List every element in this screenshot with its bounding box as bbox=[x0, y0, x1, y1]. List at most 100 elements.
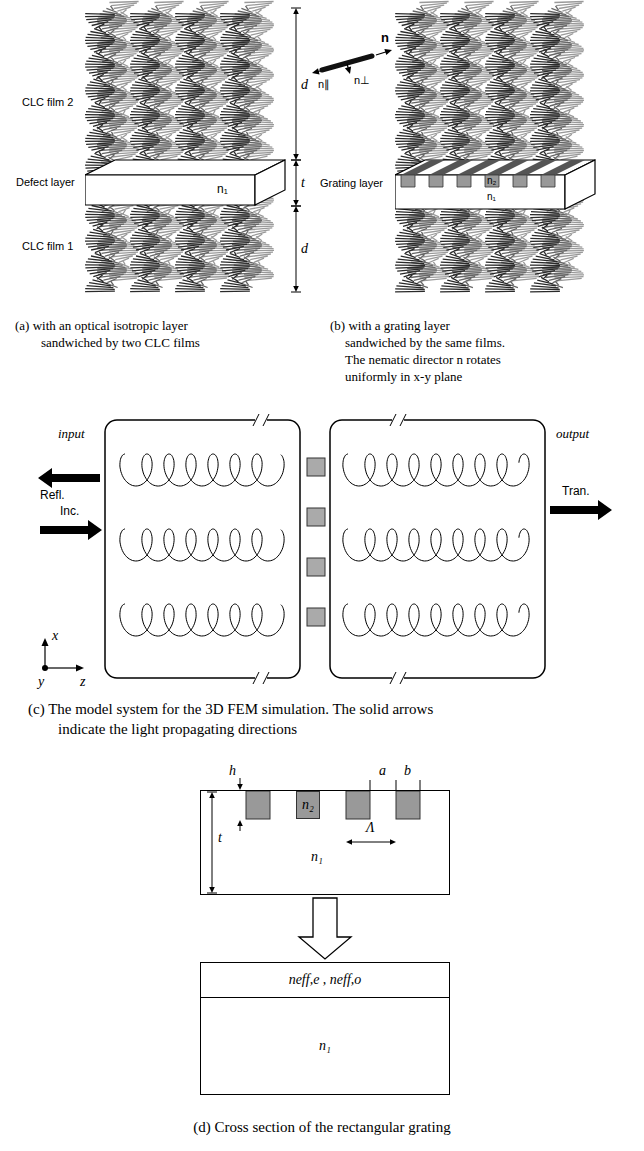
dimension-line bbox=[296, 211, 297, 287]
port-label: output bbox=[556, 426, 589, 442]
clc-film-outline bbox=[105, 420, 300, 678]
break-gap bbox=[392, 415, 404, 425]
grating-cross-section: n₁ n₂ bbox=[200, 790, 450, 895]
slab-front bbox=[395, 175, 565, 209]
helix-loops bbox=[120, 454, 284, 486]
dimension-label: t bbox=[301, 175, 305, 192]
grating-element bbox=[307, 608, 325, 626]
axis-line bbox=[44, 645, 45, 668]
arrow-head bbox=[209, 887, 215, 893]
arrow-head bbox=[237, 820, 243, 826]
axis-label: z bbox=[80, 674, 85, 691]
arrow-head bbox=[293, 200, 299, 206]
block-arrow bbox=[299, 898, 351, 959]
dimension-line bbox=[240, 826, 241, 831]
clc-film-outline bbox=[330, 420, 545, 678]
arrow-head bbox=[209, 792, 215, 798]
grating-tooth bbox=[429, 175, 443, 187]
axis-label: x bbox=[52, 628, 58, 645]
arrow-head bbox=[346, 839, 352, 845]
dimension-label: d bbox=[301, 77, 308, 94]
substrate-layer: n₁ bbox=[200, 997, 450, 1095]
break-mark bbox=[390, 672, 396, 684]
slab-side bbox=[255, 160, 285, 205]
break-mark bbox=[263, 414, 269, 426]
dimension-tick bbox=[291, 8, 301, 9]
axis-origin bbox=[42, 665, 48, 671]
node-text: neff,e , neff,o bbox=[289, 972, 362, 989]
node-text: n₁ bbox=[311, 849, 323, 866]
helix-rods bbox=[530, 14, 560, 172]
grating-tooth bbox=[485, 175, 499, 187]
dimension-tick bbox=[396, 780, 397, 790]
helix-rods bbox=[485, 209, 515, 292]
director-label: n bbox=[381, 30, 389, 46]
grating-tooth bbox=[401, 175, 415, 187]
node-text: n₂ bbox=[487, 175, 496, 187]
helix-rods bbox=[175, 203, 205, 292]
dimension-label: Λ bbox=[366, 820, 374, 837]
arrow-head bbox=[293, 286, 299, 292]
block-arrow-shape bbox=[299, 898, 351, 959]
helix-rods bbox=[220, 14, 250, 172]
arrow-head bbox=[293, 154, 299, 160]
defect-slab bbox=[85, 158, 287, 206]
helix-rods bbox=[130, 203, 160, 292]
break-gap bbox=[392, 673, 404, 683]
effective-layer: neff,e , neff,o bbox=[200, 962, 450, 998]
helix-rods bbox=[530, 209, 560, 292]
arrow-head bbox=[76, 665, 84, 672]
grating-layer: n₂n₁ bbox=[395, 158, 597, 210]
axis-label: y bbox=[38, 674, 44, 691]
grating-tooth bbox=[346, 791, 370, 819]
slab-top bbox=[85, 160, 285, 175]
dimension-tick bbox=[291, 160, 301, 161]
dimension-label: a bbox=[379, 763, 386, 780]
break-mark bbox=[253, 414, 259, 426]
grating-tooth: n₂ bbox=[296, 791, 320, 819]
port-label: input bbox=[58, 426, 85, 442]
helix-rods bbox=[85, 14, 115, 172]
helix-rods bbox=[220, 203, 250, 292]
light-arrow bbox=[40, 520, 102, 540]
dimension-tick bbox=[370, 780, 371, 790]
helix-rods bbox=[130, 14, 160, 172]
helix-rods bbox=[175, 14, 205, 172]
slab-front bbox=[85, 175, 255, 205]
break-mark bbox=[400, 414, 406, 426]
grating-element bbox=[307, 458, 325, 476]
dimension-tick bbox=[291, 206, 301, 207]
dimension-line bbox=[296, 165, 297, 201]
helix-rods bbox=[395, 209, 425, 292]
helix-loops bbox=[343, 604, 529, 636]
break-mark bbox=[400, 672, 406, 684]
arrow-label: Inc. bbox=[60, 504, 79, 518]
break-gap bbox=[255, 673, 267, 683]
dimension-label: t bbox=[218, 830, 222, 847]
helix-loops bbox=[343, 454, 529, 486]
arrow-label: Refl. bbox=[40, 488, 65, 502]
dimension-label: d bbox=[301, 241, 308, 258]
caption: (c) The model system for the 3D FEM simu… bbox=[28, 700, 458, 739]
layer-label: Defect layer bbox=[16, 176, 75, 189]
light-arrow bbox=[38, 468, 100, 488]
grating-tooth bbox=[541, 175, 555, 187]
helix-loops bbox=[120, 604, 284, 636]
break-mark bbox=[253, 672, 259, 684]
helix-rods bbox=[85, 203, 115, 292]
break-mark bbox=[390, 414, 396, 426]
arrow-head bbox=[384, 49, 392, 55]
dimension-tick bbox=[207, 792, 217, 793]
arrow-head bbox=[293, 160, 299, 166]
dimension-line bbox=[296, 13, 297, 155]
layer-label: Grating layer bbox=[320, 177, 383, 190]
grating-tooth bbox=[457, 175, 471, 187]
grating-stripe bbox=[541, 160, 585, 175]
slab-top bbox=[395, 160, 595, 175]
arrow-head bbox=[293, 8, 299, 14]
caption: (a) with an optical isotropic layer sand… bbox=[15, 318, 221, 352]
arrow-head bbox=[345, 66, 351, 74]
node-text: n₁ bbox=[217, 182, 228, 196]
arrow-head bbox=[312, 68, 320, 74]
helix-rods bbox=[440, 209, 470, 292]
